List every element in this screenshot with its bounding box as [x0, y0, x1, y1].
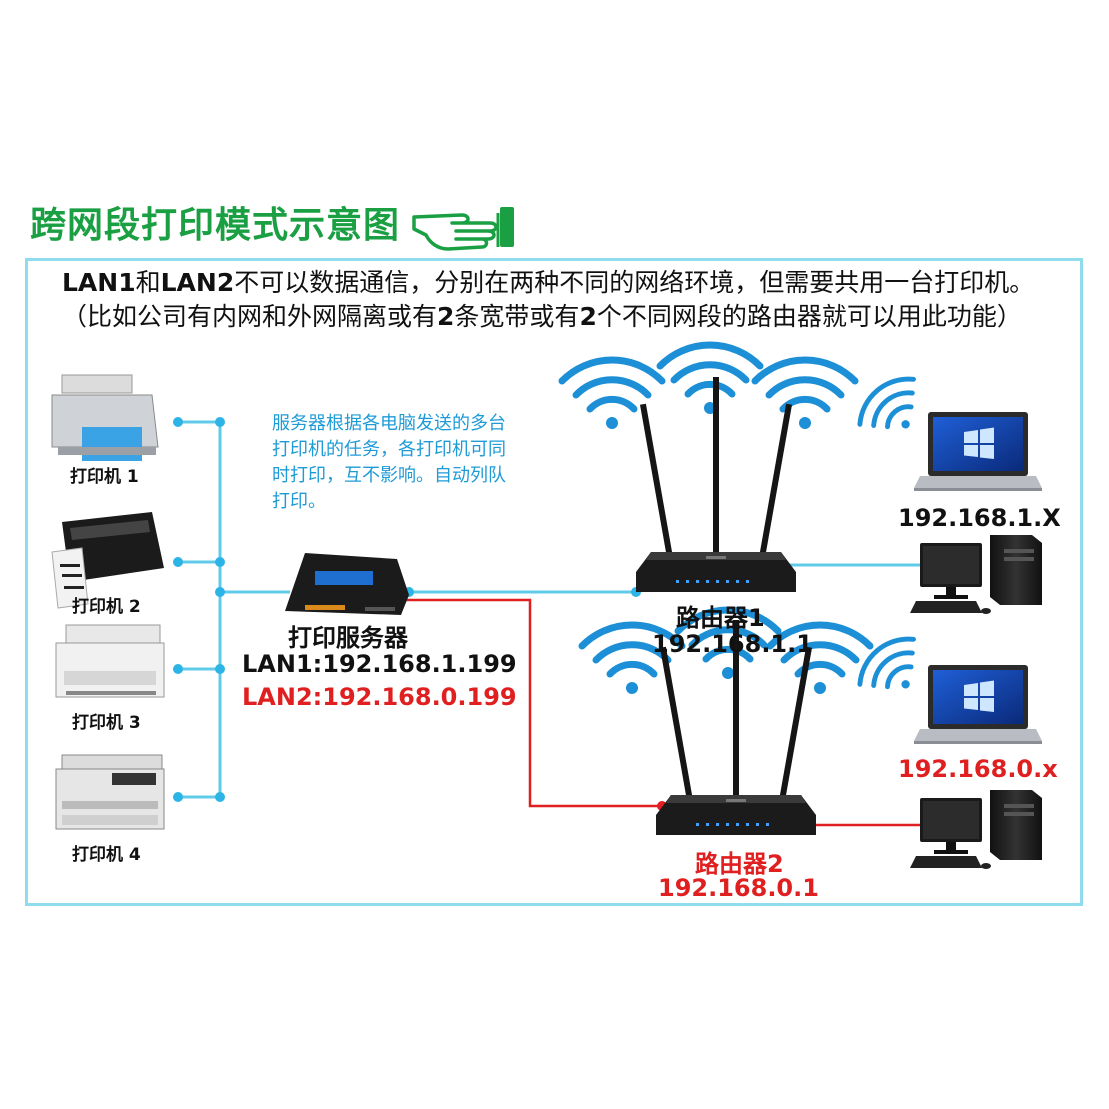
printer-icon	[51, 374, 159, 461]
lan2-wiring	[398, 598, 934, 827]
printer-icon	[55, 754, 165, 830]
lan1-wiring	[178, 420, 934, 799]
router1-label: 路由器1	[676, 604, 765, 632]
printer-label: 打印机 4	[72, 845, 141, 865]
print-server-label: 打印服务器	[288, 624, 408, 652]
printer-label: 打印机 1	[70, 467, 139, 487]
description-text: LAN1和LAN2不可以数据通信，分别在两种不同的网络环境，但需要共用一台打印机…	[62, 268, 1035, 331]
printer-icon	[55, 624, 165, 698]
network2-clients-ip: 192.168.0.x	[898, 755, 1058, 783]
diagram-title: 跨网段打印模式示意图	[30, 205, 401, 246]
router2-label: 路由器2	[695, 850, 784, 878]
printer-label: 打印机 3	[72, 713, 141, 733]
network1-clients-ip: 192.168.1.X	[898, 504, 1061, 532]
diagram-frame	[25, 258, 1083, 906]
router2-ip: 192.168.0.1	[658, 874, 819, 902]
printer-icon	[51, 512, 164, 609]
print-server-lan1: LAN1:192.168.1.199	[242, 650, 517, 678]
hand-pointer-icon	[412, 207, 514, 251]
router1-ip: 192.168.1.1	[652, 630, 813, 658]
printer-label: 打印机 2	[72, 597, 141, 617]
server-note: 服务器根据各电脑发送的多台打印机的任务，各打印机可同时打印，互不影响。自动列队打…	[272, 413, 506, 512]
print-server-icon	[285, 553, 409, 615]
print-server-lan2: LAN2:192.168.0.199	[242, 683, 517, 711]
